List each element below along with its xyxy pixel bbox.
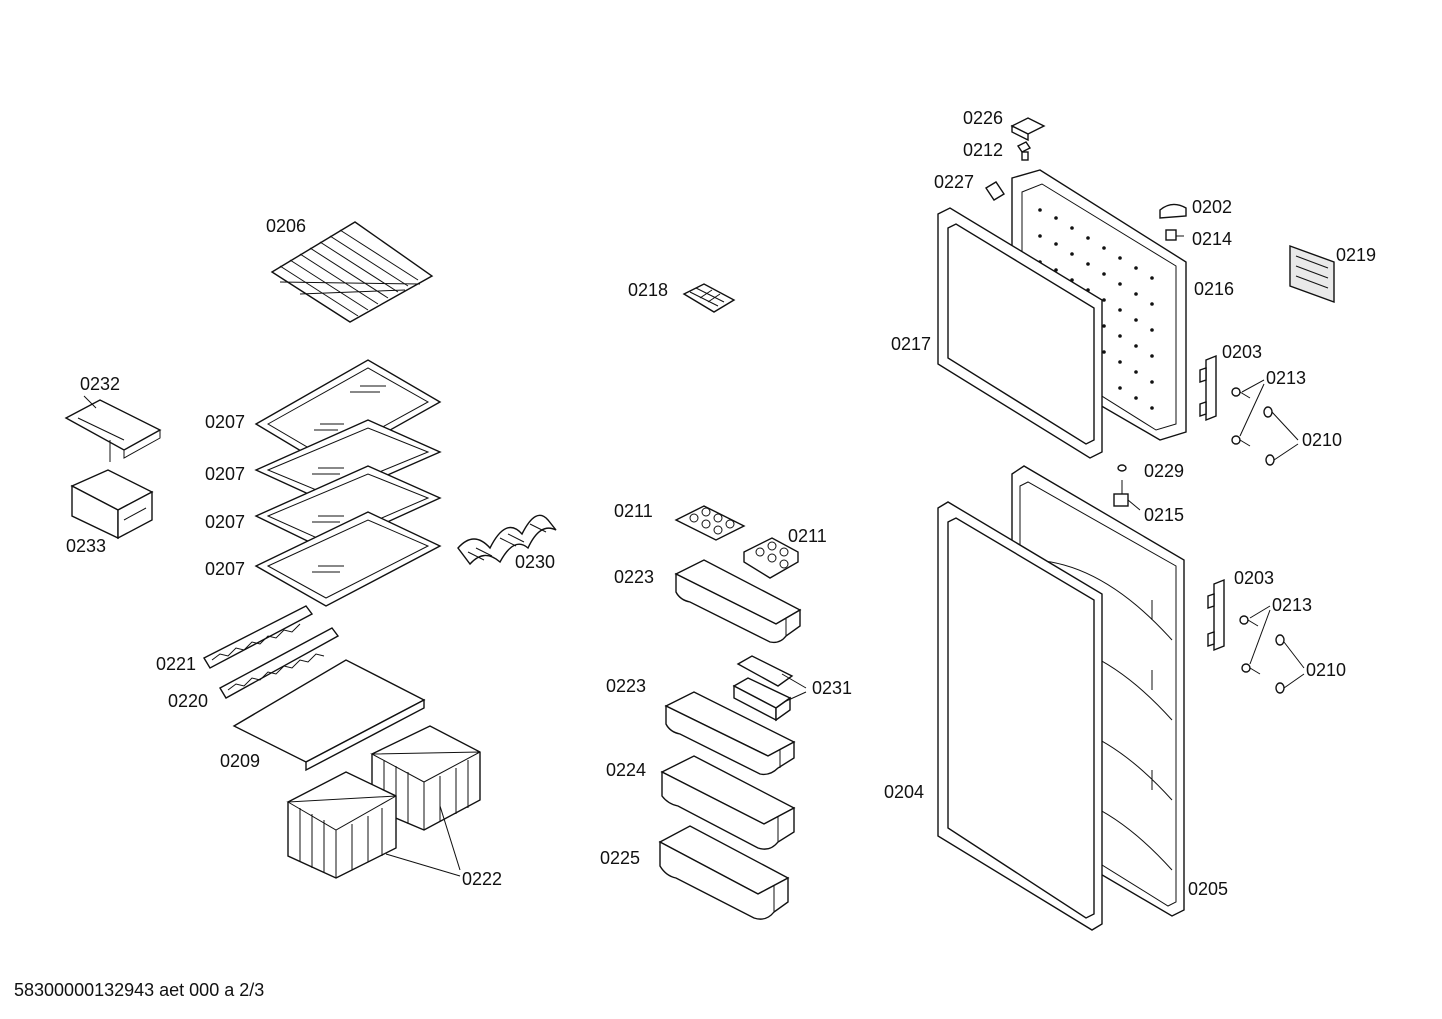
label-0215: 0215: [1144, 505, 1184, 525]
part-0232-tray: [64, 399, 162, 462]
label-0218: 0218: [628, 280, 668, 300]
part-0226-cap: [1010, 117, 1046, 142]
label-0213: 0213: [1272, 595, 1312, 615]
part-0220-strip: [219, 627, 340, 699]
label-0232: 0232: [80, 374, 120, 394]
label-0206: 0206: [266, 216, 306, 236]
part-0230-bottle-rack: [457, 514, 557, 566]
label-0220: 0220: [168, 691, 208, 711]
part-0207-glass-shelf-2: [254, 419, 442, 503]
label-0223: 0223: [614, 567, 654, 587]
label-0225: 0225: [600, 848, 640, 868]
label-0216: 0216: [1194, 279, 1234, 299]
part-0217-freezer-gasket: [937, 207, 1103, 459]
label-0203: 0203: [1234, 568, 1274, 588]
part-0213-screws-upper: [1231, 387, 1251, 447]
label-0231: 0231: [812, 678, 852, 698]
part-0212-hinge-pin: [1016, 141, 1032, 161]
part-labels: 0206 0232 0233 0207 0207 0207 0207 0230 …: [66, 108, 1376, 899]
label-0224: 0224: [606, 760, 646, 780]
part-0206-wire-shelf: [270, 221, 434, 323]
part-0207-glass-shelf-3: [254, 465, 442, 551]
label-0205: 0205: [1188, 879, 1228, 899]
part-0211-egg-tray-1: [674, 505, 746, 541]
part-0218-ice-tray: [682, 283, 736, 313]
part-0229-washer: [1117, 464, 1127, 472]
part-0210-caps-upper: [1263, 406, 1275, 466]
label-0213: 0213: [1266, 368, 1306, 388]
part-0203-handle-upper: [1199, 354, 1217, 422]
part-0210-caps-lower: [1275, 634, 1285, 694]
label-0203: 0203: [1222, 342, 1262, 362]
label-0207: 0207: [205, 559, 245, 579]
label-0207: 0207: [205, 512, 245, 532]
label-0229: 0229: [1144, 461, 1184, 481]
part-0233-box: [70, 469, 154, 540]
part-0219-label-sheet: [1289, 245, 1335, 303]
part-0231-butter-compartment: [732, 655, 794, 722]
label-0210: 0210: [1302, 430, 1342, 450]
label-0217: 0217: [891, 334, 931, 354]
leader-lines: [83, 379, 1305, 877]
label-0221: 0221: [156, 654, 196, 674]
part-0211-egg-tray-2: [743, 537, 799, 579]
label-0212: 0212: [963, 140, 1003, 160]
label-0207: 0207: [205, 464, 245, 484]
part-0202-cover: [1159, 203, 1187, 219]
document-footer-id: 58300000132943 aet 000 a 2/3: [14, 980, 265, 1000]
label-0223: 0223: [606, 676, 646, 696]
part-0225-door-bin: [658, 825, 790, 920]
label-0214: 0214: [1192, 229, 1232, 249]
part-0207-glass-shelf-1: [254, 359, 442, 467]
label-0227: 0227: [934, 172, 974, 192]
part-0204-fridge-gasket: [937, 501, 1103, 931]
part-0221-strip: [203, 605, 314, 669]
label-0210: 0210: [1306, 660, 1346, 680]
part-0222-drawer-left: [286, 771, 397, 879]
label-0209: 0209: [220, 751, 260, 771]
part-0207-glass-shelf-4: [254, 511, 442, 607]
part-0223-door-bin-upper: [674, 559, 802, 644]
part-0213-screws-lower: [1239, 615, 1261, 675]
part-0227-pad: [985, 181, 1005, 201]
part-0215-hinge: [1113, 480, 1129, 507]
label-0211: 0211: [614, 501, 653, 521]
label-0202: 0202: [1192, 197, 1232, 217]
label-0207: 0207: [205, 412, 245, 432]
part-0223-door-bin-lower: [664, 691, 796, 776]
label-0233: 0233: [66, 536, 106, 556]
label-0204: 0204: [884, 782, 924, 802]
label-0219: 0219: [1336, 245, 1376, 265]
label-0230: 0230: [515, 552, 555, 572]
part-0209-crisper-cover: [232, 659, 426, 772]
part-0224-door-bin: [660, 755, 796, 850]
label-0211: 0211: [788, 526, 827, 546]
part-0214-hinge: [1165, 229, 1184, 241]
label-0222: 0222: [462, 869, 502, 889]
label-0226: 0226: [963, 108, 1003, 128]
part-0203-handle-lower: [1207, 578, 1225, 652]
